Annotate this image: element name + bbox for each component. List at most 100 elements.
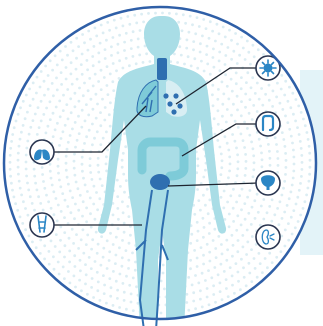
ring-dot [27, 214, 30, 217]
ring-dot [226, 142, 229, 145]
ring-dot [194, 32, 197, 35]
ring-dot [98, 61, 101, 64]
ring-dot [67, 118, 70, 121]
ring-dot [244, 106, 247, 109]
ring-dot [108, 259, 111, 262]
ring-dot [140, 13, 143, 16]
ring-dot [220, 243, 223, 246]
ring-dot [291, 233, 294, 236]
ring-dot [225, 278, 228, 281]
ring-dot [222, 26, 225, 29]
ring-dot [43, 258, 46, 261]
ring-dot [71, 83, 74, 86]
ring-dot [217, 235, 220, 238]
ring-dot [19, 106, 22, 109]
ring-dot [294, 226, 297, 229]
ring-dot [284, 80, 287, 83]
ring-dot [235, 201, 238, 204]
ring-dot [232, 207, 235, 210]
ring-dot [21, 222, 24, 225]
ring-dot [212, 56, 215, 59]
ring-dot [268, 205, 271, 208]
ring-dot [231, 255, 234, 258]
ring-dot [224, 135, 227, 138]
ring-dot [196, 67, 199, 70]
ring-dot [275, 256, 278, 259]
ring-dot [293, 163, 296, 166]
ring-dot [26, 111, 29, 114]
ring-dot [177, 21, 180, 24]
ring-dot [196, 221, 199, 224]
intestine-callout[interactable] [256, 112, 280, 136]
ring-dot [105, 131, 108, 134]
ring-dot [281, 108, 284, 111]
ring-dot [223, 190, 226, 193]
ring-dot [69, 282, 72, 285]
ring-dot [43, 80, 46, 83]
ring-dot [272, 90, 275, 93]
ring-dot [24, 207, 27, 210]
ring-dot [79, 194, 82, 197]
ring-dot [176, 61, 179, 64]
ring-dot [121, 200, 124, 203]
kidney-callout[interactable] [256, 225, 280, 249]
ring-dot [187, 309, 190, 312]
ring-dot [53, 268, 56, 271]
ring-dot [240, 100, 243, 103]
ring-dot [222, 207, 225, 210]
ring-dot [28, 133, 31, 136]
ring-dot [130, 301, 133, 304]
ring-dot [243, 202, 246, 205]
ring-dot [259, 145, 262, 148]
ring-dot [234, 140, 237, 143]
ring-dot [112, 36, 115, 39]
ring-dot [192, 48, 195, 51]
ring-dot [223, 270, 226, 273]
ring-dot [37, 195, 40, 198]
ring-dot [251, 118, 254, 121]
ring-dot [196, 239, 199, 242]
ring-dot [217, 109, 220, 112]
ring-dot [85, 135, 88, 138]
ring-dot [130, 47, 133, 50]
virus-particle [171, 109, 176, 114]
ring-dot [39, 86, 42, 89]
ring-dot [192, 291, 195, 294]
ring-dot [292, 177, 295, 180]
ring-dot [105, 155, 108, 158]
ring-dot [117, 51, 120, 54]
ring-dot [194, 307, 197, 310]
ring-dot [17, 113, 20, 116]
ring-dot [202, 236, 205, 239]
ring-dot [55, 106, 58, 109]
ring-dot [74, 265, 77, 268]
ring-dot [204, 169, 207, 172]
lungs-callout[interactable] [30, 140, 54, 164]
ring-dot [220, 166, 223, 169]
ring-dot [52, 135, 55, 138]
ring-dot [41, 173, 44, 176]
ring-dot [118, 59, 121, 62]
vein-callout[interactable] [30, 213, 54, 237]
ring-dot [88, 256, 91, 259]
ring-dot [125, 308, 128, 311]
ring-dot [71, 228, 74, 231]
ring-dot [256, 276, 259, 279]
ring-dot [49, 170, 52, 173]
ring-dot [92, 296, 95, 299]
ring-dot [197, 282, 200, 285]
ring-dot [292, 170, 295, 173]
ring-dot [102, 256, 105, 259]
ring-dot [251, 76, 254, 79]
ring-dot [124, 145, 127, 148]
ring-dot [75, 57, 78, 60]
ring-dot [47, 125, 50, 128]
ring-dot [123, 231, 126, 234]
ring-dot [86, 293, 89, 296]
bladder-callout[interactable] [256, 171, 280, 195]
ring-dot [97, 281, 100, 284]
ring-dot [82, 177, 85, 180]
ring-dot [236, 95, 239, 98]
ring-dot [29, 195, 32, 198]
ring-dot [26, 182, 29, 185]
